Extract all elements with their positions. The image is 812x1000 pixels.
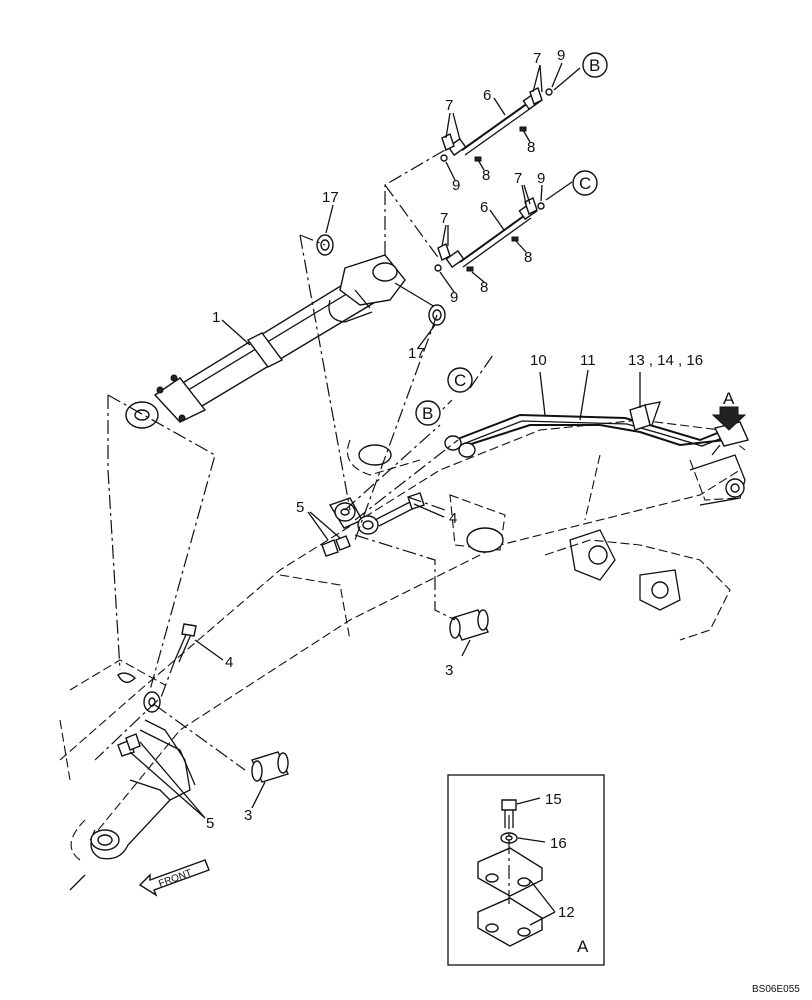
boom-cylinder: [125, 254, 441, 429]
ref-b-boom: B: [422, 404, 433, 423]
callout-13-14-16: 13 , 14 , 16: [628, 352, 703, 369]
callout-11: 11: [580, 352, 596, 369]
detail-callout-16: 16: [550, 835, 567, 852]
front-arrow: FRONT: [138, 859, 210, 897]
boom-foot: [69, 719, 196, 891]
detail-callout-15: 15: [545, 791, 562, 808]
callout-10: 10: [530, 352, 547, 369]
callout-4-right: 4: [449, 510, 457, 527]
foot-pin-hardware: [117, 623, 197, 757]
callout-1: 1: [212, 309, 220, 326]
callout-17-lower: 17: [408, 345, 425, 362]
cylinder-pin-hardware: [321, 492, 425, 557]
detail-view-label: A: [577, 937, 589, 956]
boom-pipes: [444, 401, 749, 458]
detail-callout-12: 12: [558, 904, 575, 921]
callout-3-left: 3: [244, 807, 252, 824]
pins: [251, 609, 489, 783]
leader-lines: [129, 62, 641, 819]
callout-6-lower: 6: [480, 199, 488, 216]
callout-4-left: 4: [225, 654, 233, 671]
callout-7-lower-left: 7: [440, 210, 448, 227]
callout-7-upper-left: 7: [445, 97, 453, 114]
reference-circles: B C C B: [415, 52, 608, 426]
hose-upper: [440, 87, 553, 162]
callout-5-upper: 5: [296, 499, 304, 516]
callout-9-lower-right: 9: [537, 170, 545, 187]
callout-9-upper-left: 9: [452, 177, 460, 194]
callout-3-right: 3: [445, 662, 453, 679]
callout-7-upper-right: 7: [533, 50, 541, 67]
callout-5-lower: 5: [206, 815, 214, 832]
ref-c-hose: C: [579, 174, 591, 193]
drawing-code: BS06E055: [752, 984, 800, 995]
detail-view-a: 15 16 12 A: [447, 774, 605, 966]
callout-8-lower-right: 8: [524, 249, 532, 266]
callout-8-lower-left: 8: [480, 279, 488, 296]
hose-lower: [434, 197, 545, 272]
callout-9-upper-right: 9: [557, 47, 565, 64]
callout-labels: 1 17 17 7 7 9 6 8 8 9 7 7 9 6 8 8 9 10 1…: [206, 47, 735, 832]
callout-9-lower-left: 9: [450, 289, 458, 306]
ref-c-boom: C: [454, 371, 466, 390]
assembly-lines: [94, 149, 494, 771]
boom-pivot-end: [358, 444, 746, 611]
callout-8-upper-left: 8: [482, 167, 490, 184]
callout-8-upper-right: 8: [527, 139, 535, 156]
ref-b-hose: B: [589, 56, 600, 75]
view-arrow-a: [711, 406, 747, 431]
view-arrow-label: A: [723, 389, 735, 408]
callout-7-lower-right: 7: [514, 170, 522, 187]
callout-17-upper: 17: [322, 189, 339, 206]
callout-6-upper: 6: [483, 87, 491, 104]
boom-outline: [59, 419, 746, 861]
